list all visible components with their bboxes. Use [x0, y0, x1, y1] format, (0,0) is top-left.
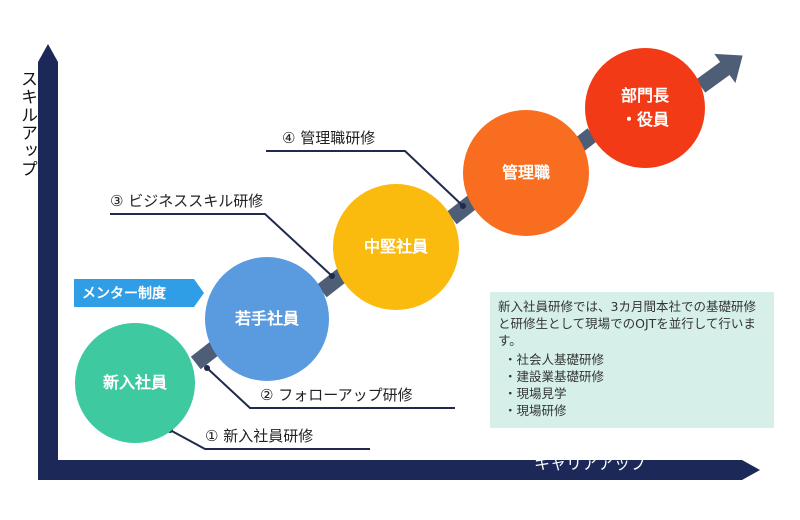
y-axis-label: スキルアップ	[17, 70, 37, 178]
growth-arrow	[695, 53, 743, 93]
training-management: ④ 管理職研修	[282, 129, 376, 147]
x-axis-arrow	[38, 460, 760, 480]
stage-young-employee: 若手社員	[205, 257, 329, 381]
stage-mid-level-employee: 中堅社員	[333, 184, 459, 310]
stage-new-employee: 新入社員	[75, 323, 195, 443]
callout-lines	[110, 150, 464, 450]
info-list-item: 社会人基礎研修	[498, 351, 766, 368]
info-list-item: 現場研修	[498, 402, 766, 419]
stage-manager: 管理職	[463, 110, 589, 236]
y-axis-arrow	[38, 44, 58, 480]
training-business-skills: ③ ビジネススキル研修	[110, 192, 264, 210]
callout-dot-2	[204, 365, 210, 371]
training-follow-up: ② フォローアップ研修	[260, 386, 413, 404]
info-box: 新入社員研修では、3カ月間本社での基礎研修と研修生として現場でのOJTを並行して…	[490, 292, 774, 428]
mentor-banner-shape	[74, 279, 204, 307]
info-list-item: 現場見学	[498, 385, 766, 402]
stage-executive: 部門長 ・役員	[585, 48, 705, 168]
callout-dot-3	[329, 273, 335, 279]
info-description: 新入社員研修では、3カ月間本社での基礎研修と研修生として現場でのOJTを並行して…	[498, 299, 756, 348]
info-list-item: 建設業基礎研修	[498, 368, 766, 385]
callout-dot-4	[460, 203, 466, 209]
info-list: 社会人基礎研修 建設業基礎研修 現場見学 現場研修	[498, 351, 766, 419]
x-axis-label: キャリアアップ	[533, 454, 646, 473]
training-new-employee: ① 新入社員研修	[205, 427, 314, 445]
mentor-system-banner: メンター制度	[82, 286, 166, 302]
